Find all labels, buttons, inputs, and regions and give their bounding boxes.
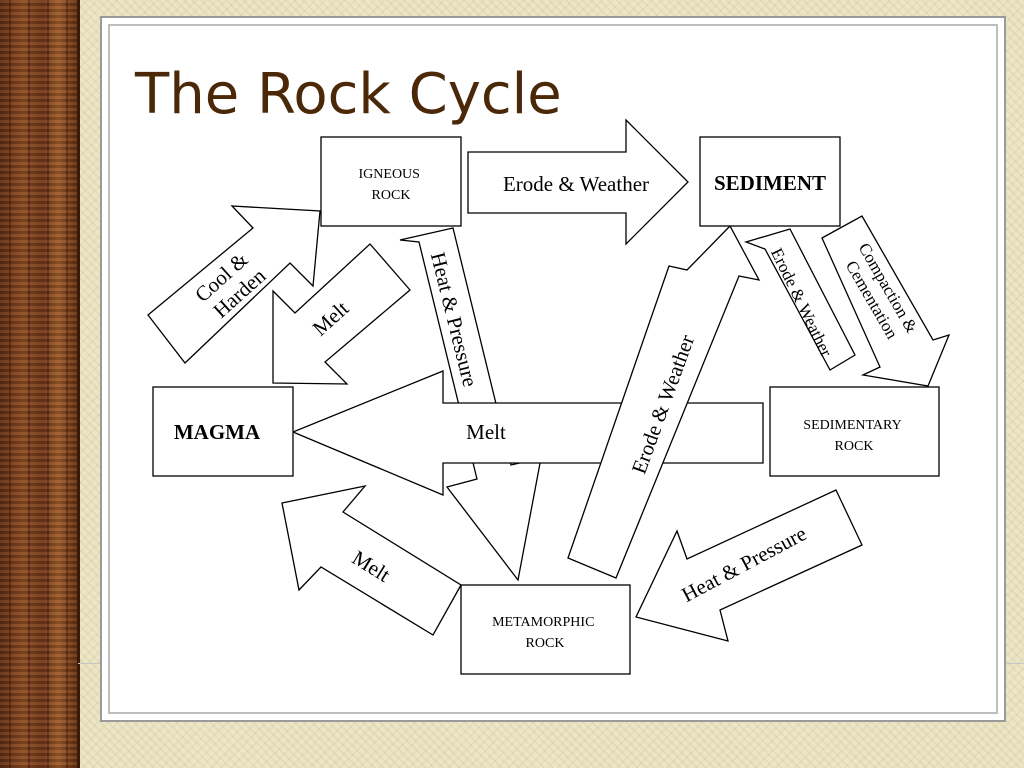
arrow-sedimentary-to-metamorphic: Heat & Pressure <box>635 489 863 642</box>
node-metamorphic-rock: METAMORPHIC ROCK <box>460 584 631 675</box>
slide-title: The Rock Cycle <box>135 62 562 127</box>
node-sedimentary-rock: SEDIMENTARY ROCK <box>769 386 940 477</box>
arrow-label-erode-weather-1: Erode & Weather <box>503 172 649 196</box>
node-igneous-rock: IGNEOUS ROCK <box>320 136 462 227</box>
node-metamorphic-line1: METAMORPHIC <box>492 615 594 630</box>
node-metamorphic-line2: ROCK <box>526 636 565 651</box>
node-magma-label: MAGMA <box>174 420 261 444</box>
node-igneous-line2: ROCK <box>372 188 411 203</box>
arrow-igneous-to-sediment: Erode & Weather <box>467 118 689 246</box>
node-sediment: SEDIMENT <box>699 136 841 227</box>
node-magma: MAGMA <box>152 386 294 477</box>
node-igneous-line1: IGNEOUS <box>359 167 420 182</box>
node-sediment-label: SEDIMENT <box>714 171 826 195</box>
arrow-metamorphic-to-magma: Melt <box>281 484 462 636</box>
node-sedimentary-line1: SEDIMENTARY <box>803 418 901 433</box>
node-sedimentary-line2: ROCK <box>835 439 874 454</box>
arrow-label-melt-2: Melt <box>466 420 506 444</box>
svg-text:SEDIMENTARY ROCK: SEDIMENTARY ROCK <box>803 418 904 454</box>
arrow-sedimentary-to-magma: Melt <box>291 370 764 496</box>
wood-border <box>0 0 80 768</box>
arrow-igneous-to-magma: Melt <box>272 243 411 385</box>
arrow-metamorphic-to-sediment: Erode & Weather <box>567 224 761 579</box>
svg-text:IGNEOUS ROCK: IGNEOUS ROCK <box>359 167 424 203</box>
svg-text:METAMORPHIC ROCK: METAMORPHIC ROCK <box>492 615 598 651</box>
